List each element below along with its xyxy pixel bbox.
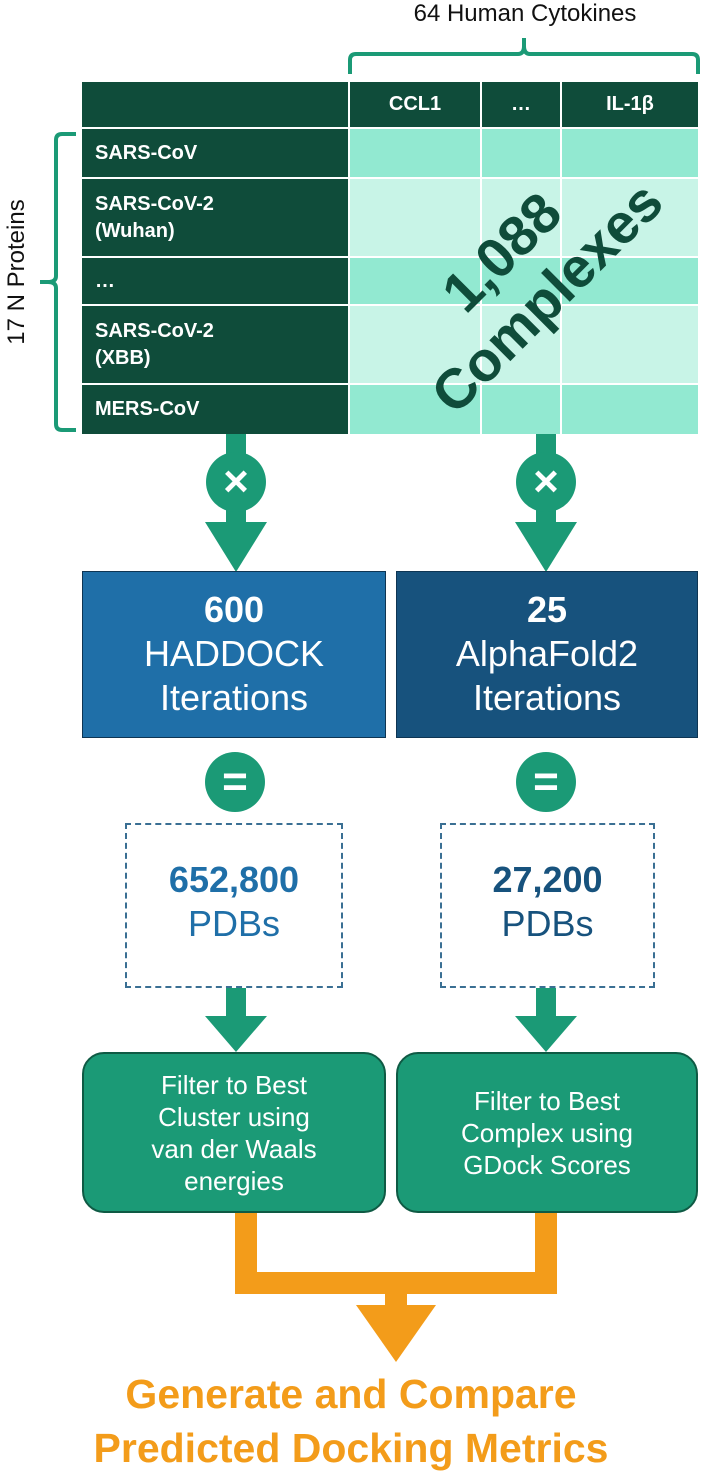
side-brace (40, 132, 76, 432)
left-shaft-2 (226, 988, 246, 1018)
left-arrowhead-1 (205, 522, 267, 572)
haddock-pdb-box: 652,800 PDBs (125, 823, 343, 988)
final-line-1: Generate and Compare (125, 1371, 577, 1417)
row-label-text: SARS-CoV-2 (XBB) (95, 319, 214, 369)
right-arrowhead-1 (515, 522, 577, 572)
table-cell (562, 258, 698, 304)
table-cell (350, 306, 480, 383)
alphafold-count: 25 (526, 589, 568, 630)
alphafold-suffix: Iterations (472, 677, 622, 718)
top-brace (348, 38, 700, 74)
table-cell (350, 129, 480, 177)
table-cell (562, 306, 698, 383)
right-shaft-2 (536, 988, 556, 1018)
complex-table: CCL1 … IL-1β SARS-CoV SARS-CoV-2 (Wuhan)… (82, 82, 698, 434)
haddock-pdb-count: 652,800 (168, 859, 300, 900)
multiply-icon: × (206, 452, 266, 512)
column-header: … (482, 82, 560, 127)
left-arrowhead-2 (205, 1016, 267, 1052)
table-cell (562, 129, 698, 177)
multiply-icon: × (516, 452, 576, 512)
alphafold-filter-box: Filter to Best Complex using GDock Score… (396, 1052, 698, 1213)
haddock-filter-text: Filter to Best Cluster using van der Waa… (151, 1069, 317, 1196)
haddock-iterations-box: 600 HADDOCK Iterations (82, 571, 386, 738)
final-step: Generate and Compare Predicted Docking M… (0, 1367, 702, 1475)
table-corner (82, 82, 348, 127)
table-cell (482, 129, 560, 177)
haddock-filter-box: Filter to Best Cluster using van der Waa… (82, 1052, 386, 1213)
alphafold-filter-text: Filter to Best Complex using GDock Score… (461, 1085, 633, 1180)
table-cell (350, 385, 480, 434)
row-label: SARS-CoV (82, 129, 348, 177)
n-proteins-label: 17 N Proteins (3, 199, 30, 345)
table-cell (482, 385, 560, 434)
orange-arrowhead (356, 1305, 436, 1362)
row-label-text: SARS-CoV-2 (Wuhan) (95, 192, 214, 242)
row-label: SARS-CoV-2 (XBB) (82, 306, 348, 383)
row-label: SARS-CoV-2 (Wuhan) (82, 179, 348, 256)
equals-icon: = (516, 752, 576, 812)
final-line-2: Predicted Docking Metrics (93, 1425, 609, 1471)
right-arrowhead-2 (515, 1016, 577, 1052)
haddock-pdb-unit: PDBs (187, 903, 281, 944)
alphafold-pdb-unit: PDBs (501, 903, 594, 944)
table-cell (350, 258, 480, 304)
table-cell (562, 385, 698, 434)
row-label: MERS-CoV (82, 385, 348, 434)
table-cell (482, 258, 560, 304)
haddock-suffix: Iterations (159, 677, 309, 718)
alphafold-iterations-box: 25 AlphaFold2 Iterations (396, 571, 698, 738)
orange-shaft (385, 1283, 407, 1309)
column-header: CCL1 (350, 82, 480, 127)
cytokines-label: 64 Human Cytokines (413, 0, 637, 27)
haddock-name: HADDOCK (143, 633, 325, 674)
haddock-count: 600 (203, 589, 265, 630)
table-cell (562, 179, 698, 256)
alphafold-pdb-box: 27,200 PDBs (440, 823, 655, 988)
table-cell (350, 179, 480, 256)
table-cell (482, 179, 560, 256)
orange-merge-line (235, 1213, 557, 1294)
equals-icon: = (205, 752, 265, 812)
column-header: IL-1β (562, 82, 698, 127)
table-cell (482, 306, 560, 383)
row-label: … (82, 258, 348, 304)
alphafold-pdb-count: 27,200 (492, 859, 603, 900)
alphafold-name: AlphaFold2 (455, 633, 639, 674)
